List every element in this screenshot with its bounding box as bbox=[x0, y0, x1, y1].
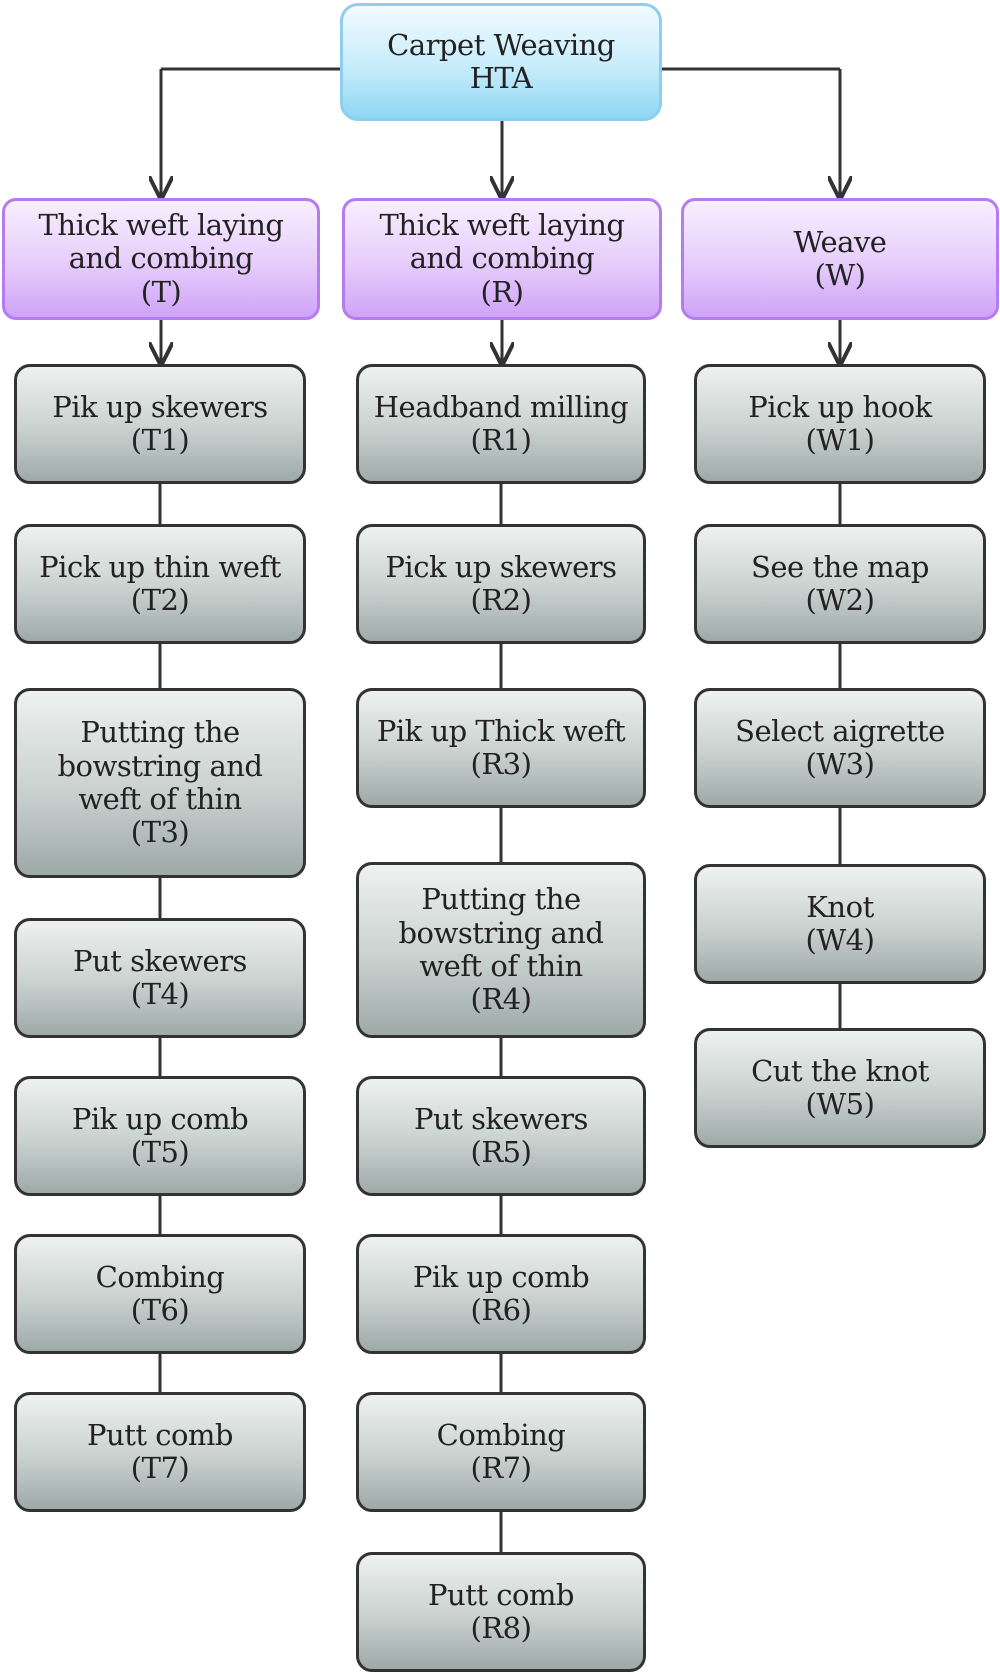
task-w3: Select aigrette(W3) bbox=[694, 688, 986, 808]
category-t: Thick weft laying and combing(T) bbox=[2, 198, 320, 320]
task-t6-code: (T6) bbox=[130, 1293, 190, 1327]
task-t3: Putting the bowstring and weft of thin(T… bbox=[14, 688, 306, 878]
task-r6: Pik up comb(R6) bbox=[356, 1234, 646, 1354]
task-t6: Combing(T6) bbox=[14, 1234, 306, 1354]
task-w3-label: Select aigrette bbox=[735, 713, 945, 748]
task-r3-code: (R3) bbox=[470, 747, 532, 781]
task-t5-label: Pik up comb bbox=[71, 1101, 249, 1136]
task-r5: Put skewers(R5) bbox=[356, 1076, 646, 1196]
task-r8-label: Putt comb bbox=[428, 1577, 574, 1612]
task-t2-code: (T2) bbox=[130, 583, 190, 617]
task-w1-code: (W1) bbox=[805, 423, 875, 457]
root-node-label: Carpet Weaving bbox=[387, 27, 615, 62]
task-t1: Pik up skewers(T1) bbox=[14, 364, 306, 484]
category-w-label: Weave bbox=[793, 224, 887, 259]
task-w1: Pick up hook(W1) bbox=[694, 364, 986, 484]
task-r1: Headband milling(R1) bbox=[356, 364, 646, 484]
task-r3-label: Pik up Thick weft bbox=[376, 713, 626, 748]
category-r-label: Thick weft laying and combing bbox=[379, 207, 625, 276]
category-w: Weave(W) bbox=[681, 198, 999, 320]
task-t7-code: (T7) bbox=[130, 1451, 190, 1485]
task-w4-code: (W4) bbox=[805, 923, 875, 957]
task-r4: Putting the bowstring and weft of thin(R… bbox=[356, 862, 646, 1038]
task-w3-code: (W3) bbox=[805, 747, 875, 781]
task-r8-code: (R8) bbox=[470, 1611, 532, 1645]
task-r7: Combing(R7) bbox=[356, 1392, 646, 1512]
task-w4-label: Knot bbox=[806, 889, 874, 924]
task-t4: Put skewers(T4) bbox=[14, 918, 306, 1038]
task-t6-label: Combing bbox=[95, 1259, 225, 1294]
category-t-label: Thick weft laying and combing bbox=[38, 207, 284, 276]
task-r8: Putt comb(R8) bbox=[356, 1552, 646, 1672]
task-w2-label: See the map bbox=[751, 549, 929, 584]
task-r1-code: (R1) bbox=[470, 423, 532, 457]
task-w4: Knot(W4) bbox=[694, 864, 986, 984]
task-t4-label: Put skewers bbox=[73, 943, 247, 978]
task-w2: See the map(W2) bbox=[694, 524, 986, 644]
category-r-code: (R) bbox=[480, 274, 524, 309]
task-t5: Pik up comb(T5) bbox=[14, 1076, 306, 1196]
task-w5: Cut the knot(W5) bbox=[694, 1028, 986, 1148]
task-r4-code: (R4) bbox=[470, 982, 532, 1017]
task-r7-label: Combing bbox=[436, 1417, 566, 1452]
task-w5-code: (W5) bbox=[805, 1087, 875, 1121]
category-w-code: (W) bbox=[814, 258, 866, 292]
task-r3: Pik up Thick weft(R3) bbox=[356, 688, 646, 808]
task-r4-label: Putting the bowstring and weft of thin bbox=[398, 882, 604, 983]
task-w2-code: (W2) bbox=[805, 583, 875, 617]
task-t1-code: (T1) bbox=[130, 423, 190, 457]
task-r7-code: (R7) bbox=[470, 1451, 532, 1485]
task-r5-label: Put skewers bbox=[414, 1101, 588, 1136]
task-r1-label: Headband milling bbox=[373, 389, 629, 424]
task-t5-code: (T5) bbox=[130, 1135, 190, 1169]
task-r6-code: (R6) bbox=[470, 1293, 532, 1327]
task-t2: Pick up thin weft(T2) bbox=[14, 524, 306, 644]
task-r2-code: (R2) bbox=[470, 583, 532, 617]
task-t1-label: Pik up skewers bbox=[52, 389, 268, 424]
task-w5-label: Cut the knot bbox=[751, 1053, 929, 1088]
task-t7-label: Putt comb bbox=[87, 1417, 233, 1452]
task-t4-code: (T4) bbox=[130, 977, 190, 1011]
task-t7: Putt comb(T7) bbox=[14, 1392, 306, 1512]
task-r2: Pick up skewers(R2) bbox=[356, 524, 646, 644]
root-node-code: HTA bbox=[469, 61, 533, 95]
task-t3-label: Putting the bowstring and weft of thin bbox=[57, 715, 263, 816]
task-r5-code: (R5) bbox=[470, 1135, 532, 1169]
task-r2-label: Pick up skewers bbox=[385, 549, 617, 584]
task-t3-code: (T3) bbox=[130, 815, 190, 850]
task-w1-label: Pick up hook bbox=[748, 389, 932, 424]
task-r6-label: Pik up comb bbox=[412, 1259, 590, 1294]
category-r: Thick weft laying and combing(R) bbox=[342, 198, 662, 320]
task-t2-label: Pick up thin weft bbox=[39, 549, 281, 584]
category-t-code: (T) bbox=[140, 274, 182, 309]
